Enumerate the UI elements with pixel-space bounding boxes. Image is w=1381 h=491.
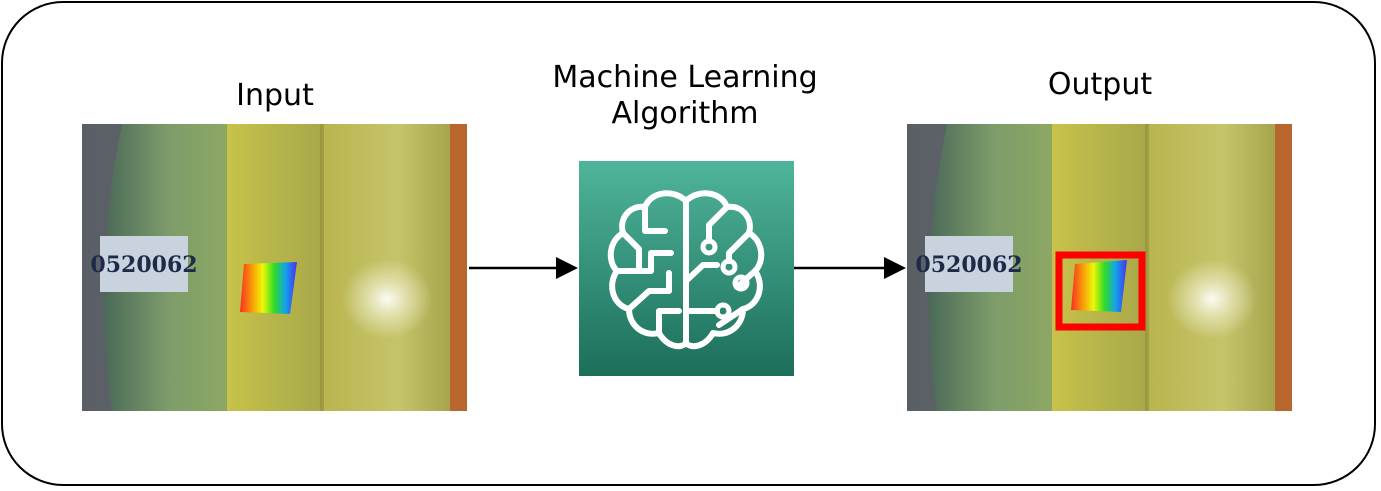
arrow-algorithm-to-output (794, 257, 906, 279)
input-specimen-tag: 0520062 (90, 252, 197, 278)
detection-bounding-box (1055, 251, 1146, 331)
output-image: 0520062 (907, 124, 1292, 411)
arrow-input-to-algorithm (469, 257, 578, 279)
input-image: 0520062 (82, 124, 467, 411)
brain-circuit-icon (579, 161, 794, 376)
output-specimen-tag: 0520062 (915, 252, 1022, 278)
input-specimen-photo: 0520062 (82, 124, 467, 411)
algorithm-title-line-2: Algorithm (611, 96, 759, 131)
output-label: Output (1047, 67, 1153, 102)
output-specimen-photo: 0520062 (907, 124, 1292, 411)
algorithm-title: Machine Learning Algorithm (535, 60, 835, 132)
algorithm-title-line-1: Machine Learning (552, 60, 818, 95)
input-label: Input (236, 78, 314, 113)
